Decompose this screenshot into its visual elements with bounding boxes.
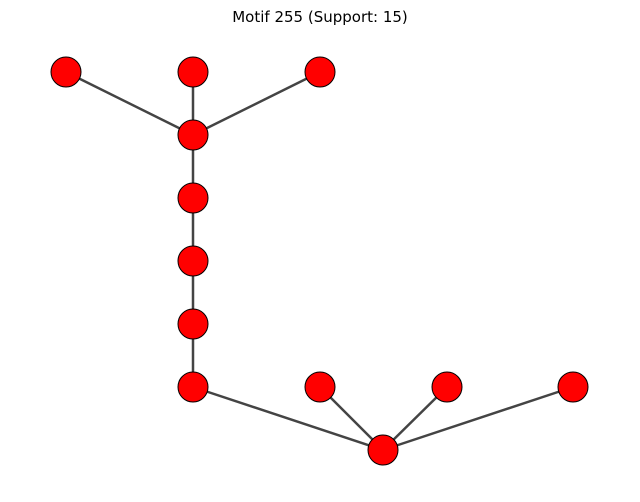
node-n9 bbox=[304, 371, 336, 403]
node-n5 bbox=[177, 182, 209, 214]
edge-n11-n12 bbox=[382, 385, 574, 452]
node-n6 bbox=[177, 245, 209, 277]
node-n8 bbox=[177, 371, 209, 403]
edge-n3-n4 bbox=[192, 70, 321, 137]
node-n10 bbox=[431, 371, 463, 403]
node-layer bbox=[50, 56, 589, 466]
edge-n8-n12 bbox=[192, 385, 384, 452]
node-n12 bbox=[367, 434, 399, 466]
diagram-title: Motif 255 (Support: 15) bbox=[232, 8, 408, 26]
node-n4 bbox=[177, 119, 209, 151]
edge-n1-n4 bbox=[65, 70, 194, 137]
node-n3 bbox=[304, 56, 336, 88]
node-n2 bbox=[177, 56, 209, 88]
node-n11 bbox=[557, 371, 589, 403]
node-n7 bbox=[177, 308, 209, 340]
node-n1 bbox=[50, 56, 82, 88]
